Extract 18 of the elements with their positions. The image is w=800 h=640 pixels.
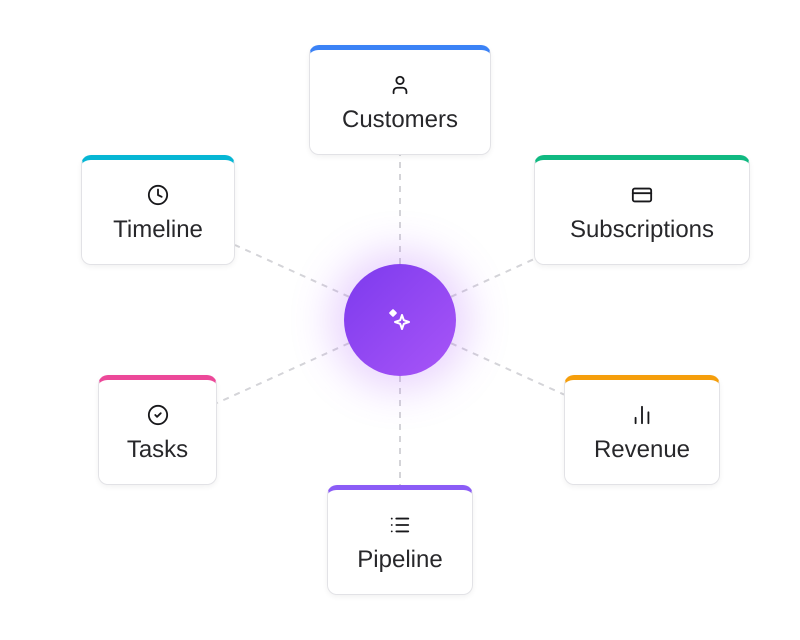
node-label: Timeline [113,216,203,244]
connector-line [399,155,401,264]
connector-line [216,342,350,404]
category-card [327,485,473,595]
connector-line [234,244,350,298]
node-label: Subscriptions [570,216,714,244]
category-card [534,155,750,265]
node-label: Revenue [594,436,690,464]
node-label: Tasks [126,436,188,464]
category-card [98,375,217,485]
connector-line [450,342,564,396]
node-label: Customers [342,106,458,134]
category-card [564,375,720,485]
category-card [81,155,235,265]
category-card [309,45,491,155]
connector-line [399,376,401,485]
connector-line [450,258,534,298]
node-label: Pipeline [357,546,443,574]
